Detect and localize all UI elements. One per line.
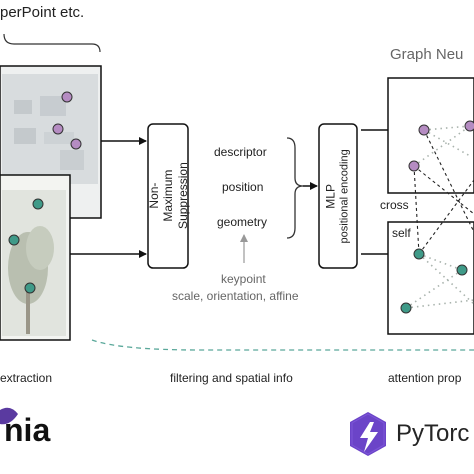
keypoint-purple bbox=[52, 123, 64, 135]
outputs-brace bbox=[286, 137, 304, 239]
output-descriptor: descriptor bbox=[214, 145, 267, 159]
pytorch-logo-text: PyTorc bbox=[396, 420, 470, 447]
output-position: position bbox=[222, 180, 264, 194]
mlp-label-wrap: MLP positional encoding bbox=[319, 124, 357, 268]
node-teal bbox=[456, 264, 468, 276]
mlp-label: MLP bbox=[323, 183, 338, 209]
kornia-logo bbox=[0, 407, 18, 425]
keypoint-teal bbox=[24, 282, 36, 294]
image-frame-1 bbox=[0, 65, 102, 219]
self-edges bbox=[405, 125, 474, 309]
kornia-logo-text: nia bbox=[4, 412, 51, 448]
pytorch-logo bbox=[350, 412, 386, 456]
nms-box bbox=[147, 123, 189, 269]
keypoint-detail: scale, orientation, affine bbox=[172, 289, 299, 303]
gnn-frame-top bbox=[387, 77, 474, 194]
stage-attention: attention prop bbox=[388, 371, 462, 385]
nms-label-wrap: Non-Maximum Suppression bbox=[146, 124, 190, 268]
stage-extraction: extraction bbox=[0, 371, 53, 385]
self-label: self bbox=[392, 226, 411, 240]
node-teal bbox=[400, 302, 412, 314]
features-brace bbox=[3, 33, 101, 53]
node-purple bbox=[418, 124, 430, 136]
keypoint-purple bbox=[61, 91, 73, 103]
mlp-box bbox=[318, 123, 358, 269]
features-title: perPoint etc. bbox=[0, 4, 85, 21]
cross-label: cross bbox=[378, 198, 411, 212]
keypoint-purple bbox=[70, 138, 82, 150]
image-frame-2 bbox=[0, 174, 71, 341]
mlp-sublabel: positional encoding bbox=[338, 148, 351, 244]
cross-edges bbox=[413, 129, 474, 255]
node-teal bbox=[413, 248, 425, 260]
output-geometry: geometry bbox=[217, 215, 268, 229]
gnn-frame-bottom bbox=[387, 221, 474, 335]
keypoint-teal bbox=[32, 198, 44, 210]
keypoint-teal bbox=[8, 234, 20, 246]
connector-dashed bbox=[91, 339, 474, 351]
node-purple bbox=[408, 160, 420, 172]
keypoint-note: keypoint bbox=[221, 272, 266, 286]
stage-filtering: filtering and spatial info bbox=[170, 371, 293, 385]
nms-label: Non-Maximum Suppression bbox=[146, 162, 190, 230]
node-purple bbox=[464, 120, 474, 132]
gnn-title: Graph Neu bbox=[390, 46, 464, 63]
